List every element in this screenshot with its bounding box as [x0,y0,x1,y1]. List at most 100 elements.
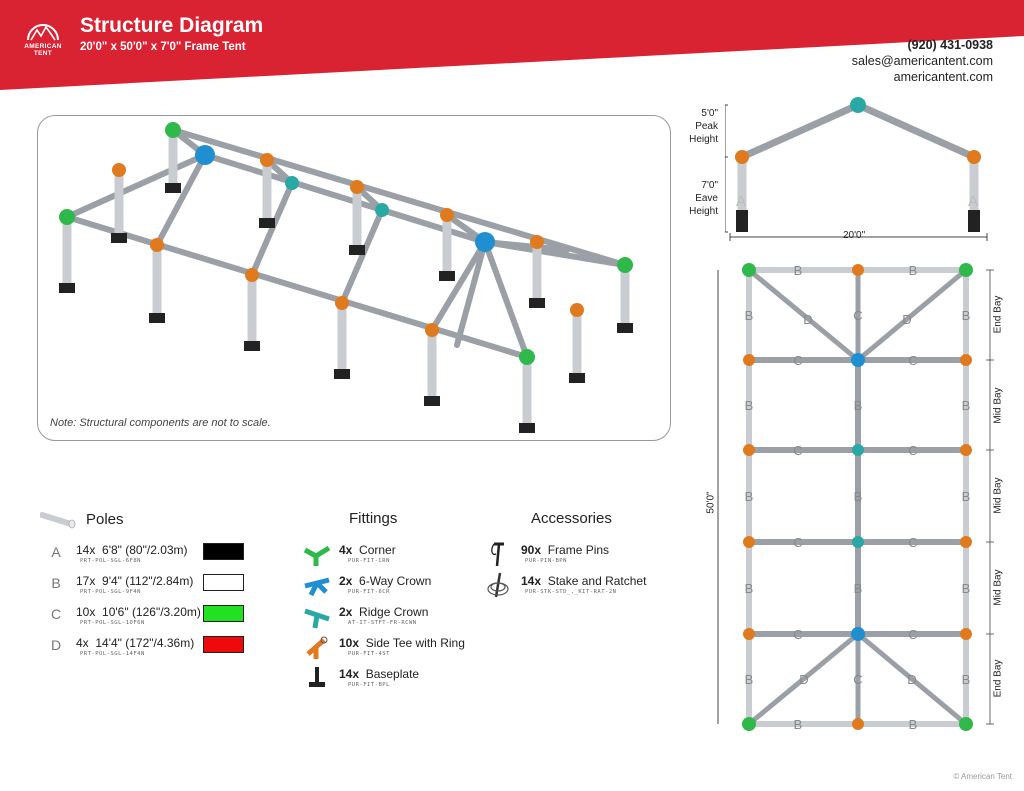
side-tee-fitting [743,444,755,456]
bay-label: End Bay [992,659,1004,698]
plan-letter-b: B [854,398,863,413]
corner-fitting [742,717,756,731]
pole-qty: 4x [76,636,89,650]
pole-qty: 10x [76,605,96,619]
contact-phone[interactable]: (920) 431-0938 [907,38,993,52]
fitting-part-code: AT-IT-STFT-FR-RCWN [348,620,417,626]
plan-letter-b: B [962,308,971,323]
fittings-heading: Fittings [349,510,398,527]
baseplate-icon [309,667,325,687]
side-tee-fitting [743,536,755,548]
pole-color-swatch [203,574,244,591]
plan-letter-b: B [745,308,754,323]
bay-label: End Bay [992,295,1004,334]
corner-fitting-icon [303,545,331,566]
fitting-part-code: PUR-FIT-6CR [348,589,390,595]
american-tent-logo-icon [27,24,59,41]
width-dimension-label: 20'0" [843,230,866,241]
side-tee-fitting [960,536,972,548]
fitting-name: Baseplate [365,667,420,681]
pole-letter: A [51,544,61,560]
elevation-leg-left-letter: A [736,193,747,210]
fitting-spec: 2x Ridge Crown [339,605,428,619]
plan-letter-c: C [908,443,917,458]
contact-email[interactable]: sales@americantent.com [851,54,993,68]
pole-spec: 14x 6'8" (80"/2.03m) [76,543,188,557]
fitting-name: 6-Way Crown [359,574,432,588]
accessory-spec: 14x Stake and Ratchet [521,574,646,588]
fitting-part-code: PUR-FIT-4ST [348,651,390,657]
plan-letter-c: C [908,535,917,550]
side-tee-fitting [852,718,864,730]
pole-length: 10'6" (126"/3.20m) [102,605,201,619]
accessory-qty: 14x [521,574,542,588]
page-title: Structure Diagram [80,14,264,37]
side-tee-icon [306,636,328,659]
hip-rafter [856,268,968,362]
side-tee-fitting [960,354,972,366]
pole-length: 14'4" (172"/4.36m) [95,636,195,650]
plan-letter-b: B [962,672,971,687]
accessory-part-code: PUR-STK-STD_,_KIT-RAT-2N [525,589,617,595]
accessory-qty: 90x [521,543,542,557]
plan-letter-c: C [853,672,862,687]
bay-label: Mid Bay [992,569,1004,606]
side-tee-fitting [852,264,864,276]
plan-letter-b: B [745,581,754,596]
ridge-crown-fitting [852,536,864,548]
pole-letter: B [51,575,61,591]
plan-letter-b: B [745,398,754,413]
side-tee-fitting [960,628,972,640]
fitting-qty: 2x [339,605,353,619]
fitting-spec: 10x Side Tee with Ring [339,636,465,650]
stake-ratchet-icon [487,572,509,598]
pole-qty: 14x [76,543,96,557]
ridge-crown-fitting [852,444,864,456]
plan-letter-d: D [907,672,916,687]
pole-spec: 10x 10'6" (126"/3.20m) [76,605,201,619]
plan-letter-c: C [908,627,917,642]
isometric-frame-drawing [59,122,633,433]
bay-label: Mid Bay [992,477,1004,514]
fitting-qty: 14x [339,667,360,681]
accessory-name: Stake and Ratchet [547,574,647,588]
corner-fitting [959,717,973,731]
fitting-qty: 2x [339,574,353,588]
plan-letter-d: D [799,672,808,687]
fitting-spec: 14x Baseplate [339,667,419,681]
side-tee-fitting [743,628,755,640]
hip-rafter [747,268,860,362]
accessories-heading: Accessories [531,510,612,527]
fitting-qty: 10x [339,636,360,650]
plan-letter-c: C [853,308,862,323]
fitting-name: Corner [359,543,396,557]
pole-spec: 17x 9'4" (112"/2.84m) [76,574,193,588]
copyright-text: © American Tent [953,772,1012,781]
elevation-leg-right-letter: A [968,193,979,210]
six-way-crown-fitting [851,353,865,367]
pole-color-swatch [203,543,244,560]
pole-part-code: PRT-POL-SGL-10F6N [80,620,145,626]
plan-letter-b: B [962,398,971,413]
plan-letter-d: D [902,312,911,327]
pole-part-code: PRT-POL-SGL-6F8N [80,558,141,564]
pole-letter: C [50,606,62,622]
side-tee-fitting [960,444,972,456]
contact-website[interactable]: americantent.com [893,70,993,84]
scale-note: Note: Structural components are not to s… [50,417,271,429]
fitting-spec: 2x 6-Way Crown [339,574,431,588]
pole-part-code: PRT-POL-SGL-14F4N [80,651,145,657]
pole-part-code: PRT-POL-SGL-9F4N [80,589,141,595]
fitting-part-code: PUR-FIT-BPL [348,682,390,688]
end-elevation-drawing [725,97,988,241]
fitting-part-code: PUR-FIT-CRN [348,558,390,564]
pole-length: 9'4" (112"/2.84m) [102,574,194,588]
plan-letter-b: B [794,717,803,732]
plan-letter-b: B [745,672,754,687]
pole-color-swatch [203,636,244,653]
plan-letter-b: B [794,263,803,278]
plan-letter-c: C [908,353,917,368]
